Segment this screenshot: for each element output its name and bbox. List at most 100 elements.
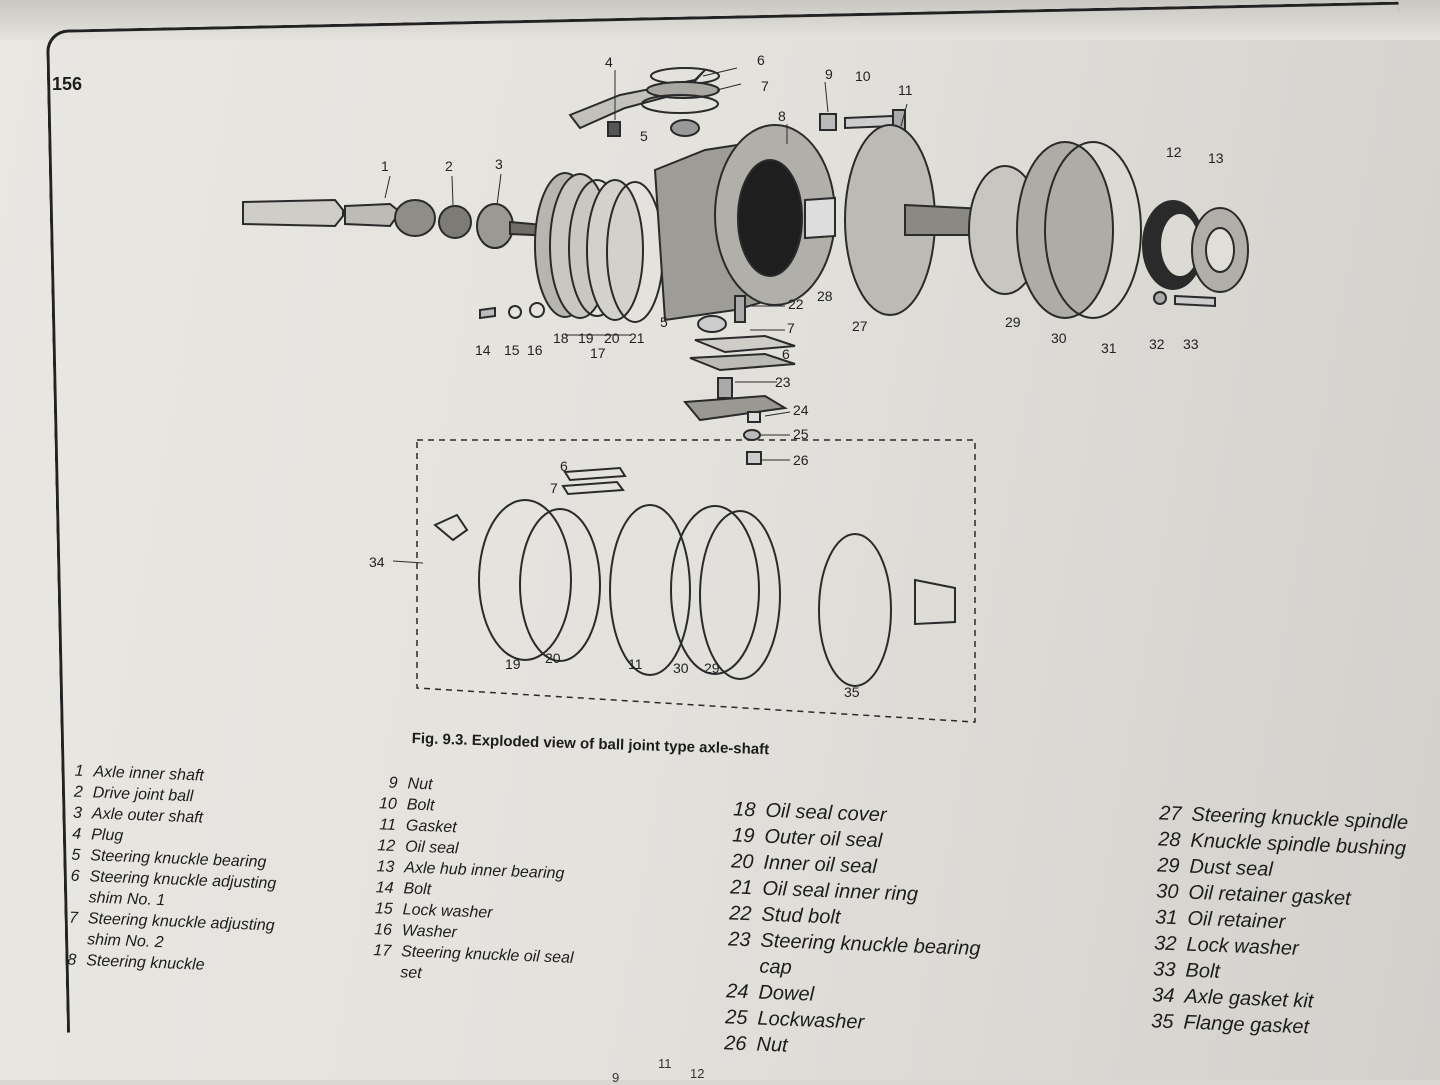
callout-6-top: 6: [757, 52, 765, 68]
callout-32: 32: [1149, 336, 1165, 352]
legend-number: 31: [1154, 906, 1178, 930]
legend-number: 25: [724, 1006, 748, 1030]
legend-label: Dowel: [758, 981, 815, 1006]
callout-30: 30: [1051, 330, 1067, 346]
legend-number: 11: [379, 816, 397, 834]
diagram-drawing: [242, 67, 1249, 723]
legend-label: Nut: [756, 1033, 789, 1057]
bearing-cap-drawing: [682, 394, 788, 422]
callout-30-kit: 30: [673, 660, 689, 676]
legend-number: 7: [68, 909, 79, 927]
legend-number: 34: [1151, 984, 1175, 1008]
legend-label: Nut: [407, 775, 433, 794]
callout-23: 23: [775, 374, 791, 390]
callout-15: 15: [504, 342, 520, 358]
legend-number: 35: [1150, 1010, 1174, 1034]
binding-edge: [0, 0, 1440, 40]
legend-label: Bolt: [406, 796, 435, 815]
callout-28: 28: [817, 288, 833, 304]
callout-2: 2: [445, 158, 453, 174]
legend-number: 20: [730, 850, 754, 874]
legend-label: Dust seal: [1189, 855, 1274, 881]
legend-number: 13: [376, 858, 395, 876]
legend-label: Flange gasket: [1183, 1011, 1310, 1039]
gasket-kit-box: [416, 439, 976, 723]
legend-number: 9: [388, 774, 398, 792]
callout-22: 22: [788, 296, 804, 312]
callout-29-kit: 29: [704, 660, 720, 676]
legend-number: 24: [725, 980, 749, 1004]
legend-label: Bolt: [1185, 959, 1221, 983]
legend-number: 4: [71, 825, 82, 843]
callout-31: 31: [1101, 340, 1117, 356]
legend-number: 23: [727, 928, 751, 952]
callout-17: 17: [590, 345, 606, 361]
callout-13: 13: [1208, 150, 1224, 166]
page-number: 156: [52, 74, 83, 94]
legend-number: 3: [72, 804, 83, 822]
legend-number: 12: [377, 837, 396, 855]
callout-34: 34: [369, 554, 385, 570]
legend-number: 18: [732, 798, 756, 822]
legend-label: Lockwasher: [757, 1007, 865, 1034]
legend-number: 15: [374, 900, 394, 918]
callout-7-kit: 7: [550, 480, 558, 496]
legend-label: Steering knuckle adjusting shim No. 1: [88, 868, 277, 910]
legend-label: Plug: [90, 826, 124, 845]
callout-10: 10: [855, 68, 871, 84]
callout-35: 35: [844, 684, 860, 700]
footer-number-11: 11: [658, 1056, 672, 1071]
legend-number: 32: [1153, 932, 1177, 956]
legend-label: Oil seal: [404, 838, 459, 858]
callout-4: 4: [605, 54, 613, 70]
callout-7-top: 7: [761, 78, 769, 94]
callout-6-bottom: 6: [782, 346, 790, 362]
callout-8: 8: [778, 108, 786, 124]
legend-number: 21: [729, 876, 753, 900]
callout-20-kit: 20: [545, 650, 561, 666]
callout-19-kit: 19: [505, 656, 521, 672]
callout-21: 21: [629, 330, 645, 346]
legend-label: Stud bolt: [761, 903, 841, 929]
legend-label: Gasket: [405, 817, 457, 837]
axle-inner-shaft-drawing: [242, 198, 344, 228]
legend-number: 27: [1158, 802, 1182, 826]
callout-29: 29: [1005, 314, 1021, 330]
legend-number: 1: [74, 762, 84, 780]
callout-25: 25: [793, 426, 809, 442]
callout-9: 9: [825, 66, 833, 82]
callout-5-top: 5: [640, 128, 648, 144]
legend-number: 22: [728, 902, 752, 926]
callout-11: 11: [898, 82, 913, 98]
callout-26: 26: [793, 452, 809, 468]
legend-label: Steering knuckle adjusting shim No. 2: [86, 910, 275, 952]
legend-number: 19: [731, 824, 755, 848]
legend-number: 14: [375, 879, 394, 897]
legend-number: 17: [373, 942, 392, 960]
legend-number: 33: [1152, 958, 1176, 982]
legend-label: Steering knuckle bearing cap: [759, 929, 981, 979]
callout-12: 12: [1166, 144, 1182, 160]
drive-joint-ball-drawing: [438, 205, 472, 239]
legend-number: 30: [1155, 880, 1179, 904]
callout-19: 19: [578, 330, 594, 346]
footer-number-9: 9: [612, 1070, 620, 1085]
callout-5-bottom: 5: [660, 314, 668, 330]
legend-label: Steering knuckle oil seal set: [399, 943, 574, 983]
legend-label: Steering knuckle: [85, 952, 205, 974]
footer-number-12: 12: [690, 1066, 705, 1081]
legend-number: 16: [373, 921, 393, 939]
callout-27: 27: [852, 318, 868, 334]
legend-number: 29: [1156, 854, 1180, 878]
callout-3: 3: [495, 156, 503, 172]
callout-14: 14: [475, 342, 491, 358]
legend-number: 28: [1157, 828, 1181, 852]
callout-7-bottom: 7: [787, 320, 795, 336]
legend-number: 8: [67, 951, 77, 969]
legend-label: Washer: [401, 922, 458, 942]
callout-18: 18: [553, 330, 569, 346]
legend-number: 6: [70, 867, 80, 885]
